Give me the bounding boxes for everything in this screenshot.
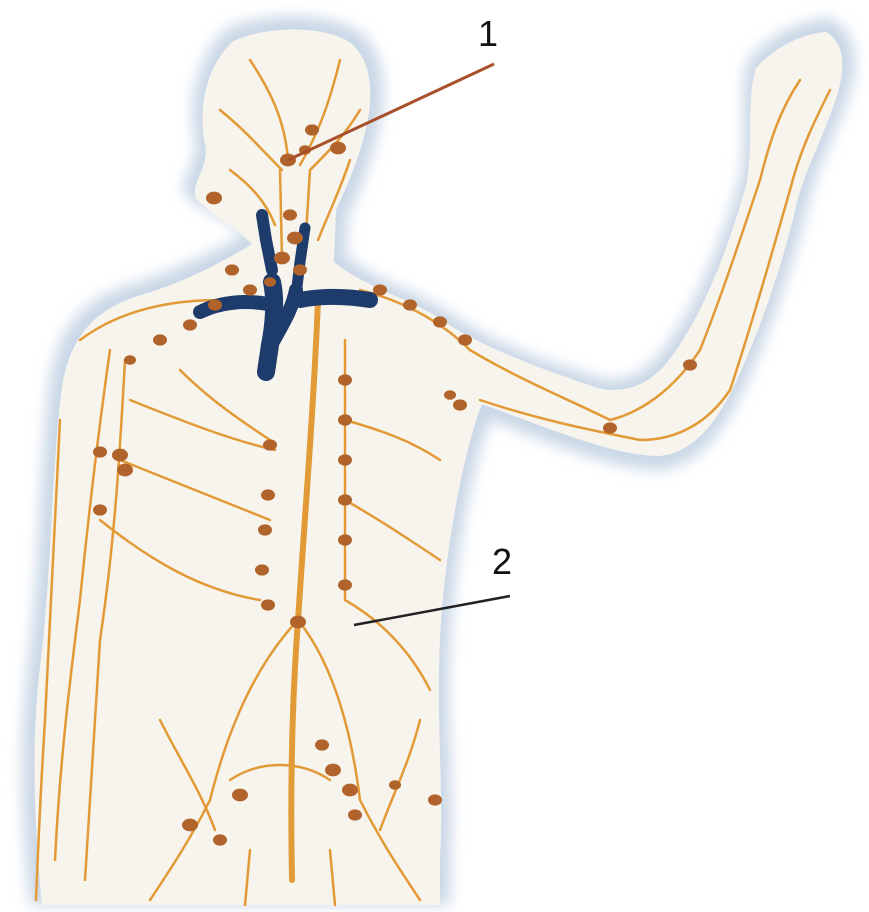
- lymph-node-icon: [274, 252, 290, 265]
- lymph-node-icon: [287, 232, 303, 245]
- lymph-node-icon: [213, 834, 227, 845]
- lymph-node-icon: [264, 277, 276, 287]
- lymph-node-icon: [315, 739, 329, 750]
- lymph-node-icon: [206, 192, 222, 205]
- lymph-node-icon: [243, 284, 257, 295]
- lymph-node-icon: [403, 299, 417, 310]
- lymph-node-icon: [305, 124, 319, 135]
- lymph-node-icon: [338, 494, 352, 505]
- duct-right-subclavian: [300, 297, 370, 300]
- lymph-node-icon: [373, 284, 387, 295]
- body-outline-fill: [34, 30, 842, 906]
- lymph-node-icon: [124, 355, 136, 365]
- lymph-node-icon: [338, 579, 352, 590]
- lymph-node-icon: [293, 264, 307, 275]
- lymph-node-icon: [153, 334, 167, 345]
- lymph-node-icon: [261, 599, 275, 610]
- lymph-node-icon: [208, 299, 222, 310]
- lymph-node-icon: [93, 504, 107, 515]
- lymph-node-icon: [93, 446, 107, 457]
- lymph-node-icon: [444, 390, 456, 400]
- lymph-node-icon: [603, 422, 617, 433]
- lymph-node-icon: [338, 454, 352, 465]
- callout-number-2: 2: [492, 541, 512, 582]
- lymph-node-icon: [232, 789, 248, 802]
- lymph-node-icon: [338, 534, 352, 545]
- lymph-node-icon: [453, 399, 467, 410]
- lymph-node-icon: [330, 142, 346, 155]
- lymph-node-icon: [325, 764, 341, 777]
- lymph-node-icon: [338, 374, 352, 385]
- lymph-node-icon: [389, 780, 401, 790]
- lymph-node-icon: [283, 209, 297, 220]
- body-silhouette: [22, 16, 854, 905]
- lymph-node-icon: [183, 319, 197, 330]
- lymph-node-icon: [338, 414, 352, 425]
- lymph-node-icon: [263, 439, 277, 450]
- lymph-node-icon: [428, 794, 442, 805]
- lymph-node-icon: [348, 809, 362, 820]
- lymph-node-icon: [225, 264, 239, 275]
- callout-number-1: 1: [478, 13, 498, 54]
- lymph-node-icon: [458, 334, 472, 345]
- lymph-node-icon: [182, 819, 198, 832]
- duct-trunk: [266, 282, 274, 372]
- lymph-node-icon: [117, 464, 133, 477]
- lymph-node-icon: [112, 449, 128, 462]
- lymph-node-icon: [290, 616, 306, 629]
- lymph-node-icon: [258, 524, 272, 535]
- lymph-node-icon: [342, 784, 358, 797]
- lymph-node-icon: [433, 316, 447, 327]
- lymph-node-icon: [683, 359, 697, 370]
- lymph-node-icon: [255, 564, 269, 575]
- lymph-node-icon: [261, 489, 275, 500]
